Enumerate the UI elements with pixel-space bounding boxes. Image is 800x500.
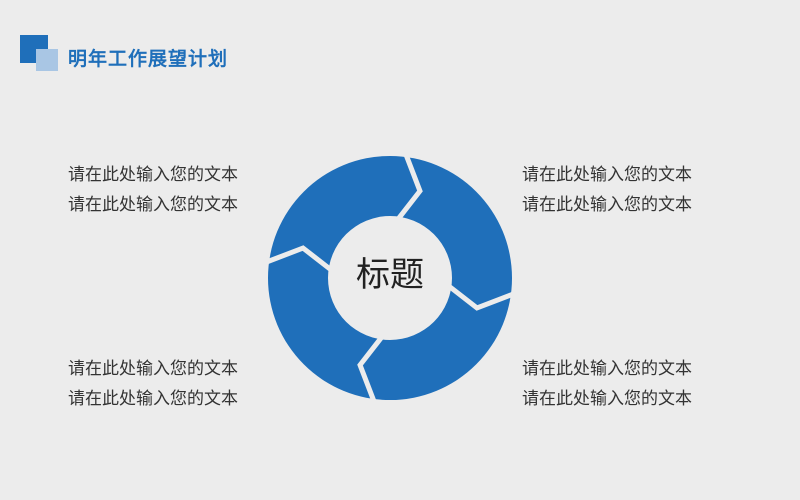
text-line: 请在此处输入您的文本 bbox=[68, 165, 238, 185]
segment-divider bbox=[264, 245, 334, 273]
cycle-ring-diagram bbox=[264, 152, 516, 404]
center-title[interactable]: 标题 bbox=[356, 255, 424, 295]
text-line: 请在此处输入您的文本 bbox=[522, 389, 692, 409]
page-title: 明年工作展望计划 bbox=[68, 48, 229, 70]
text-block-top-left[interactable]: 请在此处输入您的文本 请在此处输入您的文本 bbox=[68, 160, 238, 220]
text-line: 请在此处输入您的文本 bbox=[522, 195, 692, 215]
text-line: 请在此处输入您的文本 bbox=[68, 389, 238, 409]
text-block-bottom-left[interactable]: 请在此处输入您的文本 请在此处输入您的文本 bbox=[68, 354, 238, 414]
logo-square-light bbox=[36, 49, 58, 71]
segment-divider bbox=[395, 152, 423, 222]
text-line: 请在此处输入您的文本 bbox=[68, 195, 238, 215]
ring-body bbox=[268, 155, 512, 401]
text-line: 请在此处输入您的文本 bbox=[522, 359, 692, 379]
ring-center bbox=[329, 217, 451, 339]
segment-divider bbox=[446, 283, 516, 311]
logo-mark bbox=[20, 35, 62, 75]
text-block-bottom-right[interactable]: 请在此处输入您的文本 请在此处输入您的文本 bbox=[522, 354, 692, 414]
segment-divider bbox=[357, 334, 385, 404]
text-line: 请在此处输入您的文本 bbox=[522, 165, 692, 185]
text-block-top-right[interactable]: 请在此处输入您的文本 请在此处输入您的文本 bbox=[522, 160, 692, 220]
text-line: 请在此处输入您的文本 bbox=[68, 359, 238, 379]
